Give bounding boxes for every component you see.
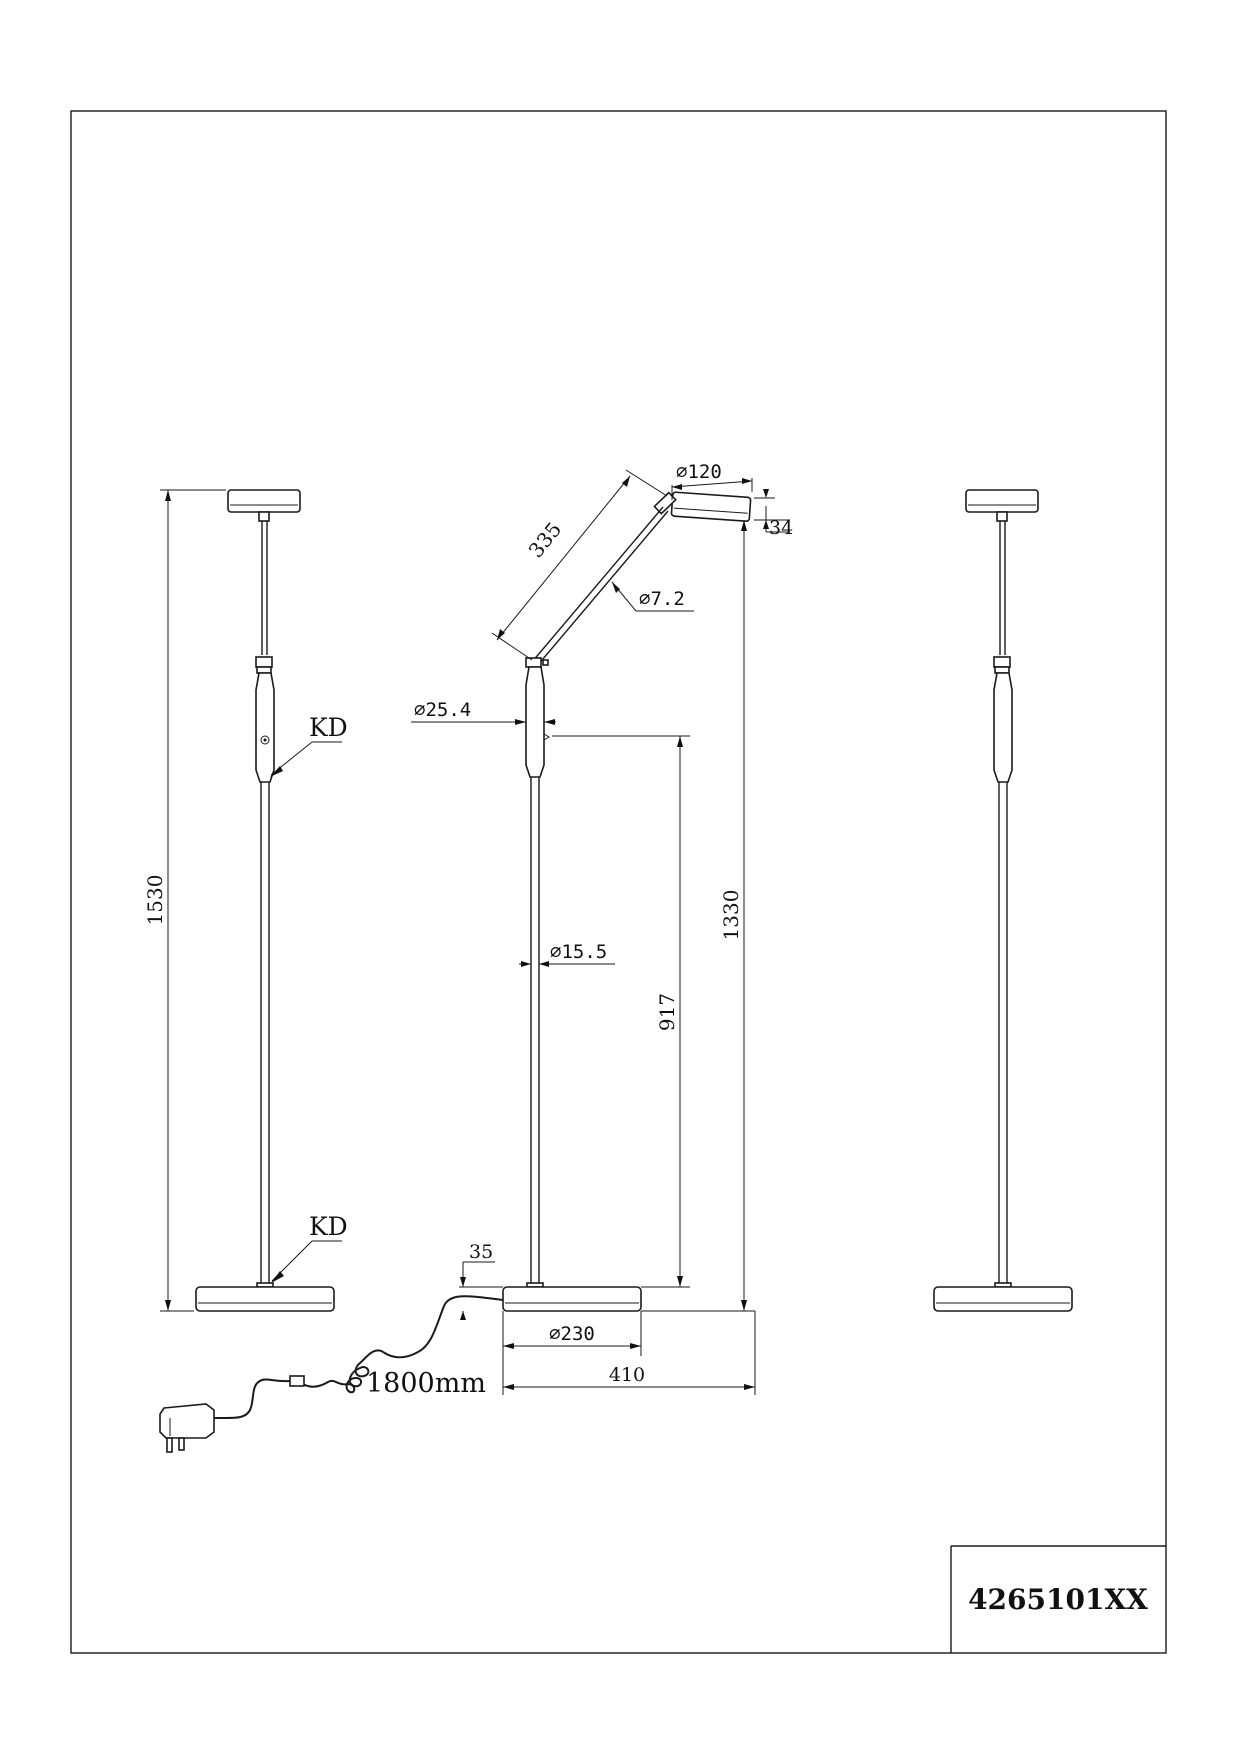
switch-tube: [255, 672, 275, 783]
dimension-tube-diameter: ⌀25.4: [411, 699, 556, 725]
svg-text:⌀7.2: ⌀7.2: [639, 588, 685, 610]
lamp-head: [227, 489, 301, 513]
dimension-arm-diameter: ⌀7.2: [611, 581, 694, 612]
lamp-base: [195, 1286, 335, 1312]
svg-text:35: 35: [469, 1241, 493, 1263]
lamp-side-view: 335 ⌀120 34 ⌀7.2: [411, 461, 793, 1395]
svg-text:⌀230: ⌀230: [549, 1323, 595, 1345]
dimension-head-thickness: 34: [754, 489, 793, 539]
title-block: 4265101XX: [950, 1545, 1166, 1653]
lamp-head-back: [965, 489, 1039, 513]
lamp-base-back: [933, 1286, 1073, 1312]
power-cable: 1800mm: [159, 1295, 504, 1453]
dimension-917: 917: [552, 735, 690, 1288]
lamp-base-side: [502, 1286, 642, 1312]
lamp-head-tilted: [670, 491, 752, 523]
dimension-335: 335: [491, 469, 668, 661]
kd-lower-label: KD: [309, 1212, 348, 1241]
svg-text:⌀25.4: ⌀25.4: [414, 699, 471, 721]
dimension-410: 410: [502, 1311, 756, 1395]
svg-text:335: 335: [524, 517, 567, 562]
dimension-1330: 1330: [641, 520, 755, 1312]
cable-length-label: 1800mm: [366, 1368, 486, 1399]
kd-upper-label: KD: [309, 713, 348, 742]
dimension-1530: 1530: [143, 489, 226, 1312]
part-number: 4265101XX: [968, 1583, 1148, 1616]
switch-tube-side: [525, 666, 545, 778]
lamp-front-view: KD KD 1530: [143, 489, 348, 1312]
dimension-pole-diameter: ⌀15.5: [519, 941, 615, 967]
svg-text:1530: 1530: [143, 875, 167, 926]
dimension-head-diameter: ⌀120: [671, 461, 753, 500]
svg-text:⌀120: ⌀120: [676, 461, 722, 483]
svg-text:1330: 1330: [719, 890, 743, 941]
svg-text:410: 410: [609, 1364, 645, 1386]
svg-text:34: 34: [769, 517, 793, 539]
lamp-arm: [531, 506, 664, 663]
svg-text:917: 917: [655, 993, 679, 1031]
switch-icon: [260, 735, 270, 745]
drawing-frame: [70, 110, 1167, 1654]
dimension-230: ⌀230: [502, 1311, 642, 1356]
lamp-back-view: [933, 489, 1073, 1312]
power-adapter-icon: [159, 1403, 215, 1439]
dimension-35: 35: [459, 1241, 503, 1320]
svg-text:⌀15.5: ⌀15.5: [550, 941, 607, 963]
